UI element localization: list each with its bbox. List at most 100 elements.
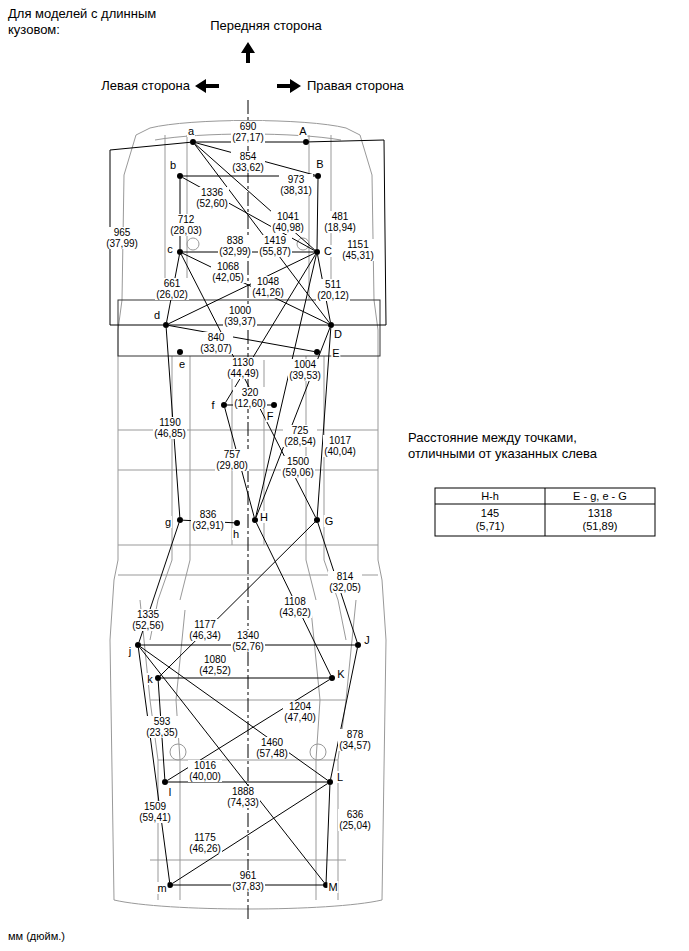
point-letter: A [298,125,307,137]
table-cell: H-h [481,490,499,503]
point-letter: G [324,515,335,527]
point-marker: d [163,322,169,328]
right-arrow [277,79,301,93]
point-letter: j [128,645,132,657]
table-border [435,488,655,536]
dimension-value: 838 (32,99) [218,235,252,257]
point-letter: a [187,125,195,137]
point-marker: A [303,139,309,145]
point-letter: d [153,309,161,321]
table-column-rule [545,488,546,536]
dimension-value: 1419 (55,87) [258,235,292,257]
dimension-line [331,648,358,779]
dimension-value: 973 (38,31) [279,174,313,196]
dimension-line [160,522,315,676]
dimension-value: 878 (34,57) [338,729,372,751]
point-marker: G [314,517,320,523]
dimension-value: 1016 (40,00) [188,760,222,782]
dimension-value: 1175 (46,26) [188,832,222,854]
table-grid [435,488,655,536]
point-marker: a [190,139,196,145]
point-marker: J [355,642,361,648]
dimension-value: 814 (32,05) [328,571,362,593]
point-letter: E [331,347,340,359]
dimension-value: 1190 (46,85) [153,417,187,439]
point-marker: C [314,249,320,255]
dimension-value: 1108 (43,62) [278,596,312,618]
dimension-value: 1335 (52,56) [131,609,165,631]
dimension-value: 1204 (47,40) [283,701,317,723]
dimension-line [173,784,328,884]
point-letter: L [336,771,344,783]
dimension-value: 712 (28,03) [169,214,203,236]
point-letter: g [164,516,172,528]
dimension-value: 1151 (45,31) [341,239,375,261]
point-marker: M [323,882,329,888]
dimension-value: 511 (20,12) [316,279,350,301]
point-letter: D [333,328,343,340]
dimension-value: 1888 (74,33) [226,786,260,808]
front-arrow [241,42,255,63]
left-arrow [195,79,219,93]
dimension-value: 1340 (52,76) [231,630,265,652]
point-marker: g [177,517,183,523]
point-marker: j [135,642,141,648]
point-letter: C [323,245,333,257]
point-marker: k [155,675,161,681]
dimension-value: 757 (29,80) [215,449,249,471]
point-marker: B [315,173,321,179]
point-marker: D [328,322,334,328]
point-marker: c [177,249,183,255]
point-letter: l [168,786,172,798]
dimension-value: 1000 (39,37) [223,305,257,327]
point-marker: E [314,349,320,355]
dimension-line [181,255,315,518]
point-marker: m [167,882,173,888]
dimension-line [317,328,331,517]
point-marker: L [327,779,333,785]
dimension-value: 854 (33,62) [231,151,265,173]
point-letter: f [210,399,215,411]
table-cell: E - g, e - G [573,490,627,503]
point-letter: B [315,158,324,170]
diagram-title: Для моделей с длинным кузовом: [8,6,173,38]
dimension-line [138,648,169,882]
dimension-value: 661 (26,02) [155,278,189,300]
annotation: мм (дюйм.) [8,930,65,943]
dimension-value: 1080 (42,52) [198,654,232,676]
table-cell: 145 (5,71) [476,507,505,533]
dimension-value: 1017 (40,04) [323,435,357,457]
annotation: Расстояние между точками, отличными от у… [408,430,623,462]
point-marker: e [177,349,183,355]
point-letter: b [169,159,177,171]
point-letter: J [363,634,371,646]
point-marker: F [271,402,277,408]
dimension-value: 1130 (44,49) [226,357,260,379]
rear-left-mount [170,744,186,760]
dimension-value: 1336 (52,60) [195,187,229,209]
point-letter: F [266,410,275,422]
dimension-value: 1041 (40,98) [271,211,305,233]
point-letter: h [232,528,240,540]
dimension-value: 1068 (42,05) [211,261,245,283]
dimension-value: 320 (12,60) [233,387,267,409]
point-letter: c [166,243,174,255]
point-letter: k [146,673,154,685]
dimension-line [195,144,329,322]
dimension-value: 840 (33,07) [199,332,233,354]
dimension-line [169,326,314,352]
dimension-value: 690 (27,17) [231,121,265,143]
table-row-rule [435,504,655,505]
point-letter: m [156,882,167,894]
dimension-line [140,647,327,781]
dimension-value: 1509 (59,41) [138,801,172,823]
point-marker: f [221,402,227,408]
point-marker: h [234,520,240,526]
dimension-value: 1500 (59,06) [281,456,315,478]
point-letter: e [178,358,186,370]
left-rail [150,135,190,640]
dimension-value: 1048 (41,26) [251,276,285,298]
suspension-member [118,300,380,356]
annotation: Передняя сторона [210,18,322,34]
